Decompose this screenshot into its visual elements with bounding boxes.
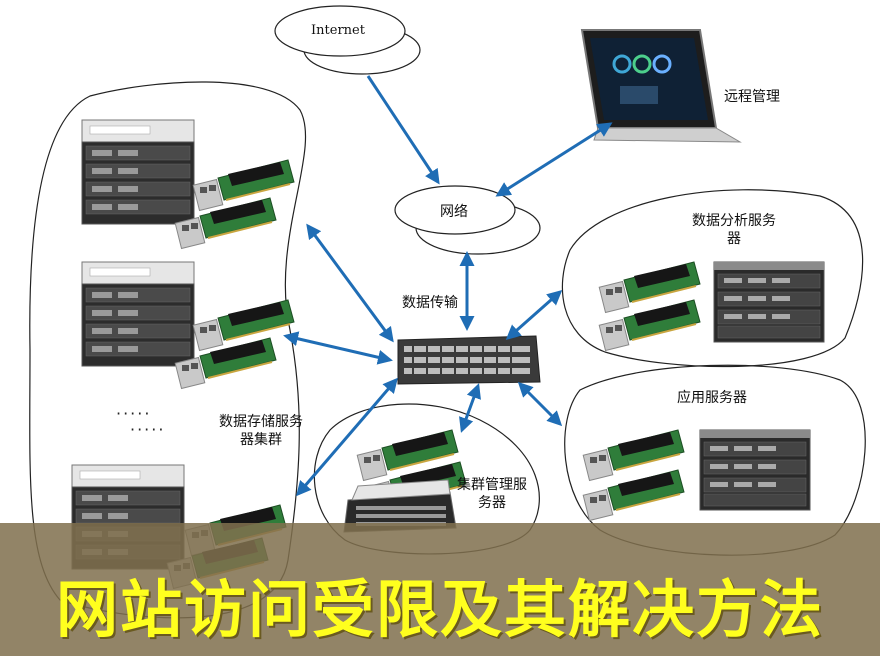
storage-server-1: [82, 120, 294, 249]
network-label: 网络: [424, 203, 484, 221]
internet-label: Internet: [296, 22, 380, 40]
cluster-management-label: 集群管理服务器: [454, 476, 530, 512]
remote-management-label: 远程管理: [712, 88, 792, 106]
application-server-label: 应用服务器: [652, 389, 772, 407]
data-transfer-label: 数据传输: [385, 294, 475, 312]
data-storage-cluster-label: 数据存储服务器集群: [216, 413, 306, 449]
network-switch-icon: [398, 336, 540, 384]
more-servers-dots-2: ·····: [130, 420, 165, 439]
internet-cloud-icon: [275, 6, 420, 74]
data-analysis-server-label: 数据分析服务器: [690, 212, 778, 248]
cluster-management-server: [344, 430, 466, 532]
banner-title: 网站访问受限及其解决方法: [0, 570, 880, 650]
storage-server-2: [82, 262, 294, 389]
application-server: [583, 430, 810, 521]
analysis-server: [599, 262, 824, 351]
